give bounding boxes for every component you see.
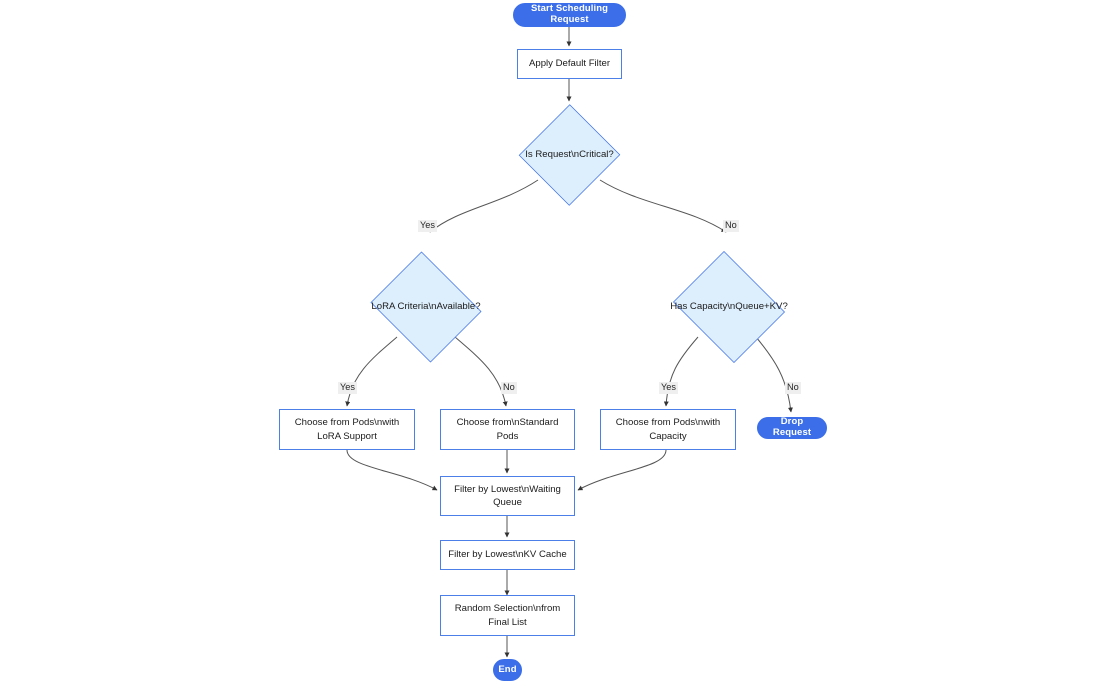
node-has-capacity-queue-kv[interactable]: Has Capacity\nQueue+KV? [668, 251, 790, 363]
node-choose-pods-lora-support[interactable]: Choose from Pods\nwith LoRA Support [279, 409, 415, 450]
edge-pods-capacity-to-filter-queue [577, 449, 667, 491]
diamond-shape-has-capacity-queue-kv [673, 251, 785, 363]
node-choose-pods-lora-support-line2: LoRA Support [317, 430, 377, 442]
edge-label-capacity-no: No [785, 382, 801, 394]
edge-is-critical-no-to-capacity [599, 179, 727, 233]
node-apply-default-filter-label: Apply Default Filter [528, 58, 611, 70]
edge-label-capacity-yes: Yes [659, 382, 678, 394]
node-filter-lowest-waiting-queue-line2: Queue [493, 497, 522, 508]
node-random-selection-final-list[interactable]: Random Selection\nfrom Final List [440, 595, 575, 636]
edge-is-critical-yes-to-lora [429, 179, 539, 233]
edge-label-lora-yes: Yes [338, 382, 357, 394]
node-choose-standard-pods-line1: Choose from\nStandard [456, 417, 559, 429]
node-drop-request[interactable]: Drop Request [757, 416, 827, 439]
node-random-selection-final-list-line2: Final List [488, 616, 527, 628]
diamond-shape-is-request-critical [518, 104, 621, 206]
node-apply-default-filter[interactable]: Apply Default Filter [517, 49, 622, 79]
node-filter-lowest-waiting-queue[interactable]: Filter by Lowest\nWaiting Queue [440, 476, 575, 516]
node-choose-standard-pods[interactable]: Choose from\nStandard Pods [440, 409, 575, 450]
edge-label-lora-no: No [501, 382, 517, 394]
edge-lora-yes-to-pods-lora [345, 336, 398, 407]
node-random-selection-final-list-line1: Random Selection\nfrom [454, 603, 561, 615]
node-choose-pods-capacity-line2: Capacity [649, 430, 687, 442]
node-end-label: End [498, 663, 517, 675]
node-choose-pods-capacity[interactable]: Choose from Pods\nwith Capacity [600, 409, 736, 450]
node-filter-lowest-kv-cache[interactable]: Filter by Lowest\nKV Cache [440, 540, 575, 570]
node-choose-pods-capacity-line1: Choose from Pods\nwith [615, 417, 721, 429]
edge-label-critical-no: No [723, 220, 739, 232]
edge-capacity-no-to-drop [755, 336, 793, 413]
node-filter-lowest-kv-cache-label: Filter by Lowest\nKV Cache [448, 549, 567, 561]
node-end[interactable]: End [493, 659, 522, 681]
node-start-scheduling-request[interactable]: Start Scheduling Request [513, 3, 626, 27]
diamond-shape-lora-criteria-available [370, 251, 482, 363]
node-choose-pods-lora-support-line1: Choose from Pods\nwith [294, 417, 400, 429]
node-start-label: Start Scheduling Request [530, 3, 609, 25]
node-is-request-critical[interactable]: Is Request\nCritical? [518, 104, 621, 206]
edge-pods-lora-to-filter-queue [346, 449, 438, 491]
node-drop-request-label: Drop Request [772, 416, 812, 438]
node-filter-lowest-waiting-queue-line1: Filter by Lowest\nWaiting [454, 483, 561, 495]
edge-capacity-yes-to-pods-capacity [663, 336, 699, 407]
node-lora-criteria-available[interactable]: LoRA Criteria\nAvailable? [366, 251, 486, 363]
edge-label-critical-yes: Yes [418, 220, 437, 232]
node-choose-standard-pods-line2: Pods [496, 430, 519, 442]
edge-lora-no-to-pods-standard [454, 336, 508, 407]
